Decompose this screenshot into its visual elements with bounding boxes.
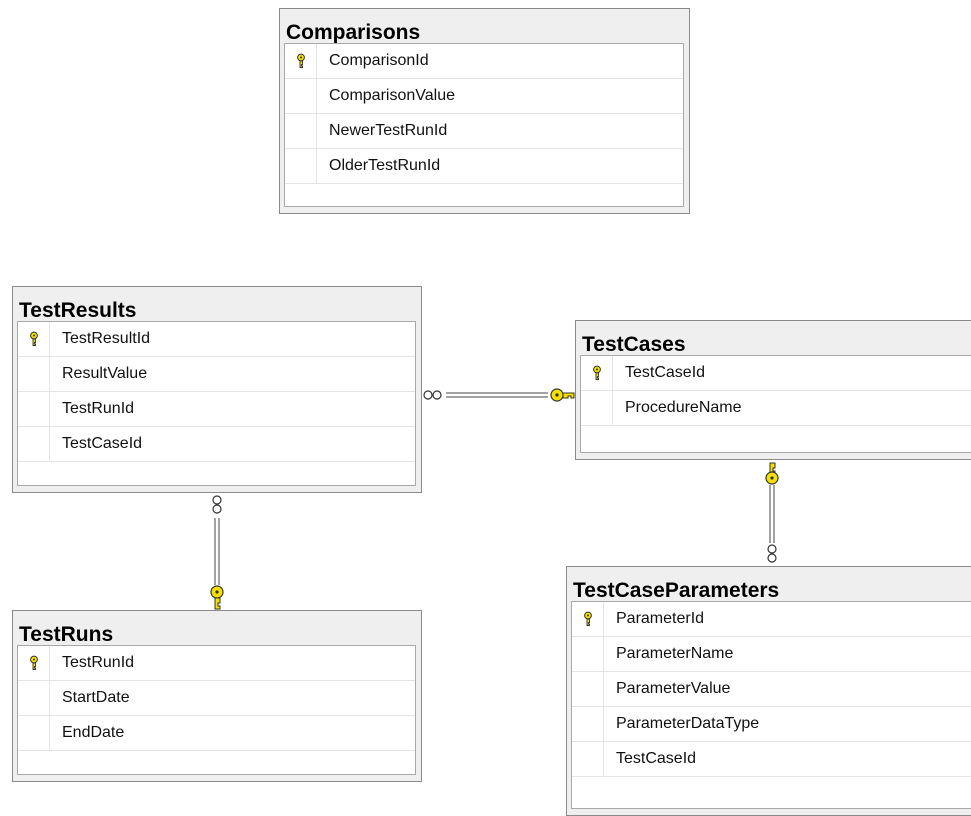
column-name: StartDate: [62, 689, 130, 706]
column-row[interactable]: TestCaseId: [572, 742, 971, 777]
table-testcases[interactable]: TestCases TestCaseId ProcedureName: [575, 320, 971, 460]
column-name: ParameterDataType: [616, 715, 760, 732]
column-row[interactable]: ProcedureName: [581, 391, 971, 426]
table-testresults[interactable]: TestResults TestResultId ResultValue Tes…: [12, 286, 422, 493]
column-row[interactable]: ParameterName: [572, 637, 971, 672]
column-grid: ParameterId ParameterName ParameterValue…: [571, 601, 971, 809]
column-row[interactable]: TestCaseId: [18, 427, 415, 462]
key-cell: [285, 149, 317, 183]
infinity-icon: [767, 544, 777, 563]
column-grid: TestRunId StartDate EndDate: [17, 645, 416, 775]
column-name: NewerTestRunId: [329, 122, 448, 139]
table-title: TestCaseParameters: [573, 579, 780, 602]
key-icon: [296, 53, 305, 68]
column-row[interactable]: TestRunId: [18, 392, 415, 427]
key-cell: [18, 392, 50, 426]
key-cell: [572, 637, 604, 671]
column-row[interactable]: ComparisonValue: [285, 79, 683, 114]
primary-key-cell: [572, 602, 604, 636]
table-title: TestRuns: [19, 623, 114, 646]
column-row[interactable]: EndDate: [18, 716, 415, 751]
column-name: ComparisonValue: [329, 87, 455, 104]
primary-key-cell: [581, 356, 613, 390]
key-icon: [583, 611, 592, 626]
infinity-icon: [423, 390, 442, 400]
column-row[interactable]: StartDate: [18, 681, 415, 716]
column-row[interactable]: ParameterDataType: [572, 707, 971, 742]
column-name: EndDate: [62, 724, 125, 741]
column-name: ParameterName: [616, 645, 734, 662]
key-cell: [18, 427, 50, 461]
key-icon: [592, 365, 601, 380]
column-name: ResultValue: [62, 365, 148, 382]
column-name: TestResultId: [62, 330, 151, 347]
key-cell: [285, 114, 317, 148]
relationship-testresults-testcases: [423, 388, 575, 402]
key-icon: [765, 462, 779, 485]
column-row[interactable]: TestCaseId: [581, 356, 971, 391]
column-row[interactable]: ResultValue: [18, 357, 415, 392]
key-icon: [29, 331, 38, 346]
table-comparisons[interactable]: Comparisons ComparisonId ComparisonValue…: [279, 8, 690, 214]
table-testruns[interactable]: TestRuns TestRunId StartDate EndDate: [12, 610, 422, 782]
key-cell: [572, 742, 604, 776]
column-name: OlderTestRunId: [329, 157, 441, 174]
column-name: ParameterValue: [616, 680, 731, 697]
column-row[interactable]: NewerTestRunId: [285, 114, 683, 149]
table-testcaseparameters[interactable]: TestCaseParameters ParameterId Parameter…: [566, 566, 971, 816]
table-title: Comparisons: [286, 21, 421, 44]
column-row[interactable]: ParameterValue: [572, 672, 971, 707]
key-cell: [18, 357, 50, 391]
column-name: ProcedureName: [625, 399, 742, 416]
primary-key-cell: [285, 44, 317, 78]
column-name: TestCaseId: [62, 435, 143, 452]
column-row[interactable]: OlderTestRunId: [285, 149, 683, 184]
table-title: TestCases: [582, 333, 686, 356]
key-icon: [210, 585, 224, 610]
column-row[interactable]: TestRunId: [18, 646, 415, 681]
key-cell: [572, 707, 604, 741]
infinity-icon: [212, 495, 222, 514]
table-title: TestResults: [19, 299, 137, 322]
column-name: ComparisonId: [329, 52, 429, 69]
relationship-testresults-testruns: [210, 495, 224, 610]
column-grid: TestCaseId ProcedureName: [580, 355, 971, 453]
column-name: ParameterId: [616, 610, 705, 627]
key-icon: [29, 655, 38, 670]
column-name: TestCaseId: [625, 364, 706, 381]
column-row[interactable]: ComparisonId: [285, 44, 683, 79]
relationship-testcaseparameters-testcases: [765, 462, 779, 563]
column-row[interactable]: ParameterId: [572, 602, 971, 637]
key-cell: [18, 716, 50, 750]
key-cell: [572, 672, 604, 706]
primary-key-cell: [18, 322, 50, 356]
column-row[interactable]: TestResultId: [18, 322, 415, 357]
column-name: TestRunId: [62, 400, 135, 417]
column-grid: TestResultId ResultValue TestRunId TestC…: [17, 321, 416, 486]
key-cell: [581, 391, 613, 425]
key-cell: [285, 79, 317, 113]
column-grid: ComparisonId ComparisonValue NewerTestRu…: [284, 43, 684, 207]
column-name: TestCaseId: [616, 750, 697, 767]
column-name: TestRunId: [62, 654, 135, 671]
primary-key-cell: [18, 646, 50, 680]
key-cell: [18, 681, 50, 715]
key-icon: [550, 388, 575, 402]
